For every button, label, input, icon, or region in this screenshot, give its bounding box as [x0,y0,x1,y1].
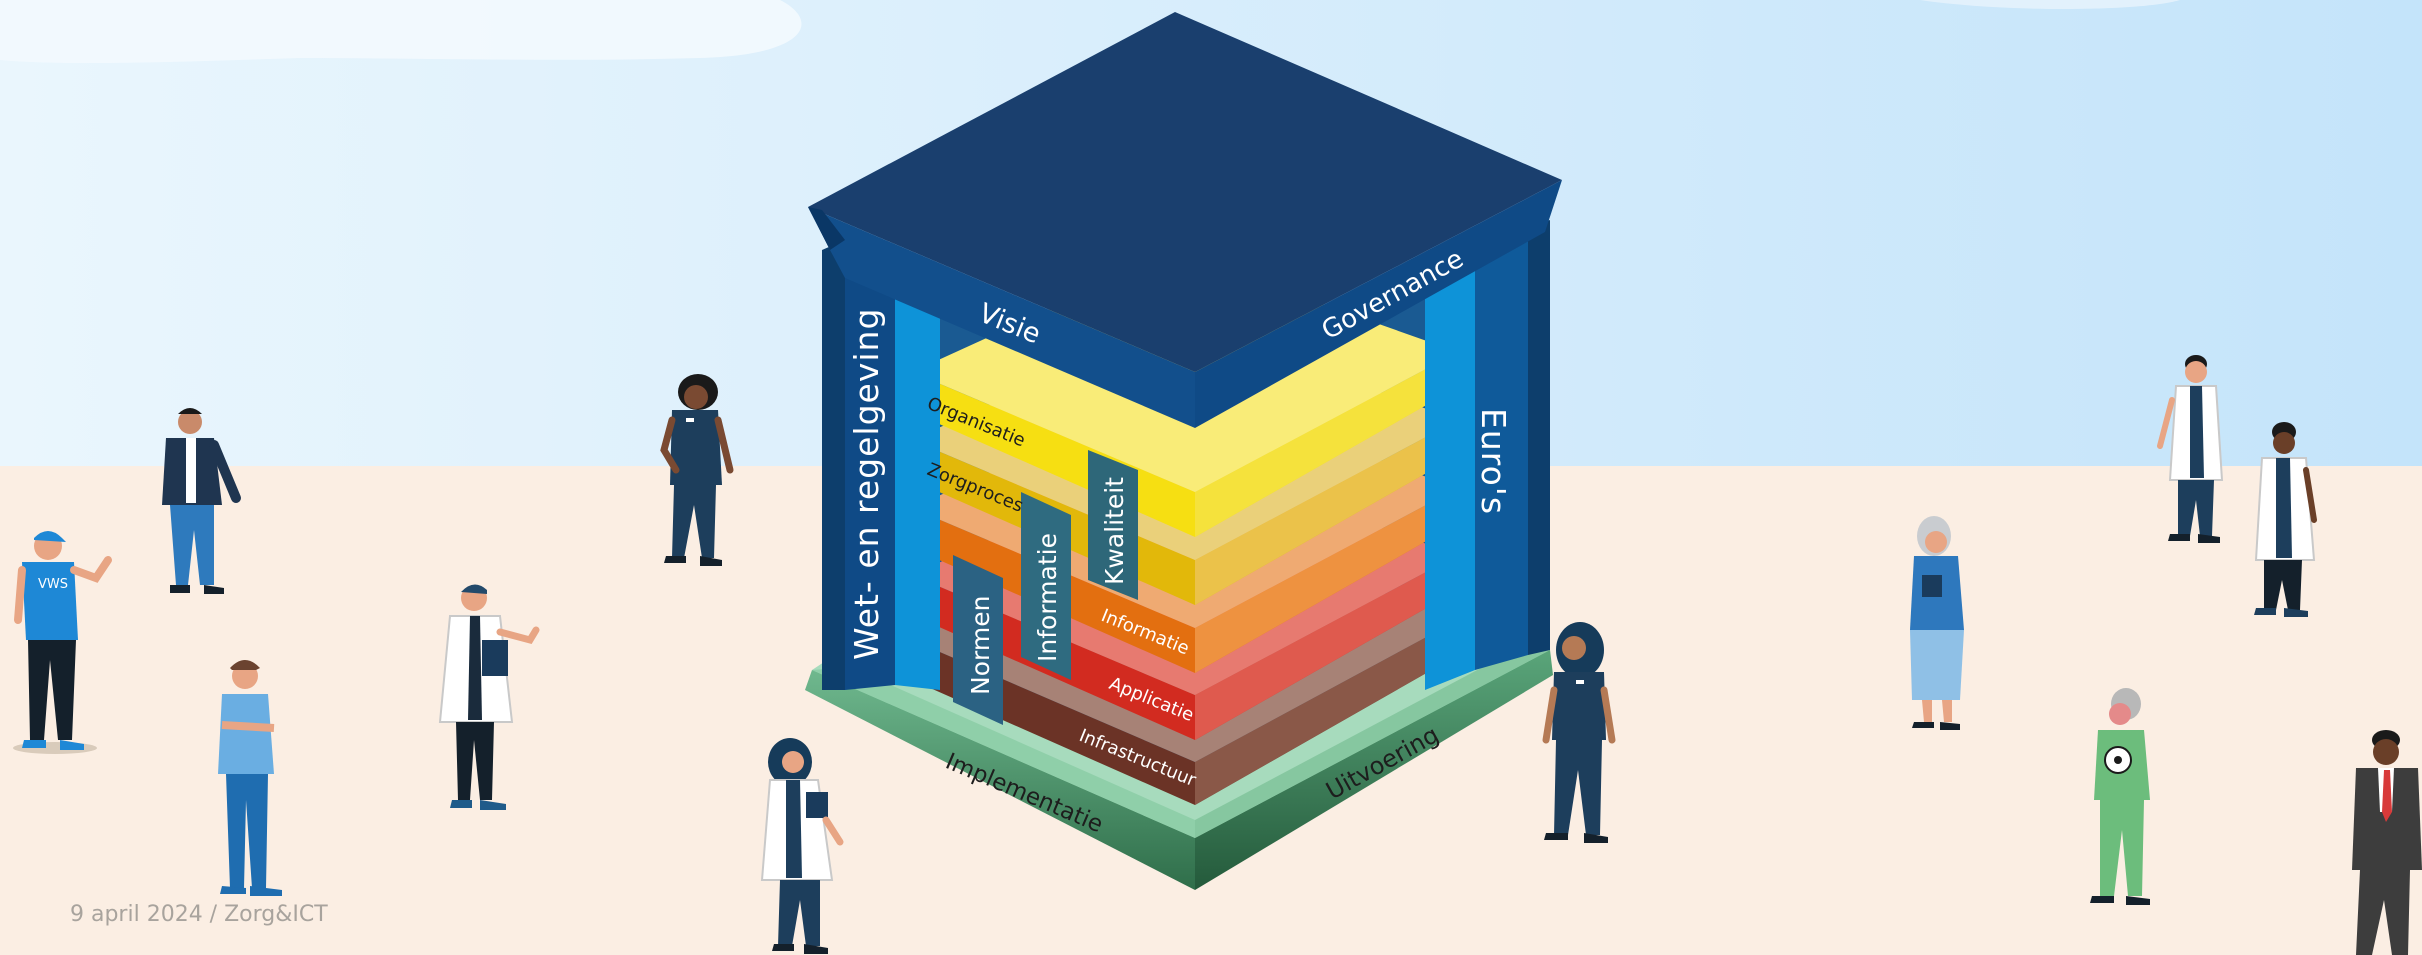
bar-informatie-label: Informatie [1033,533,1062,662]
bar-normen-label: Normen [966,596,995,695]
person-jacket-man [162,408,241,594]
person-doctor-clipboard [438,584,540,810]
base-platform-left-top [812,667,1195,838]
left-pillar-dark [822,240,845,690]
bar-kwaliteit [1088,450,1138,600]
bar-kwaliteit-label: Kwaliteit [1100,477,1129,585]
bar-normen [953,555,1003,725]
roof-top [808,12,1562,372]
roof-left-fascia [808,207,1195,428]
person-elderly-woman-blue [1910,516,1964,730]
pillar-left-label: Wet- en regelgeving [847,308,886,660]
person-doctor-right [2254,422,2317,617]
base-platform-left-face [805,670,1195,890]
person-nurse-woman-left [660,374,734,566]
building [805,12,1562,890]
right-pillar-light [1425,245,1475,690]
person-arms-crossed-man [218,660,282,896]
right-pillar-front [1475,228,1528,670]
left-pillar-light [895,255,940,690]
cloud [0,0,802,64]
roof-left-fascia-edge [808,207,845,250]
pillar-right-label: Euro's [1474,408,1513,515]
right-pillar-dark [1528,220,1550,655]
person-female-doctor [760,738,844,954]
base-platform-right-face [1195,650,1553,890]
footer-date-event: 9 april 2024 / Zorg&ICT [70,902,328,927]
left-pillar-front [845,230,895,690]
base-platform-right-top [1195,642,1550,838]
person-vws-man: VWS [13,531,112,754]
person-nurse-woman-center [1542,622,1616,843]
bar-informatie [1021,492,1071,680]
person-elderly-woman-green [2090,688,2150,905]
roof-right-fascia [1195,180,1562,428]
vws-shirt-label: VWS [38,577,68,592]
person-doctor-right-top [2157,355,2224,543]
person-businessman [2352,730,2422,955]
cloud [1920,0,2180,9]
